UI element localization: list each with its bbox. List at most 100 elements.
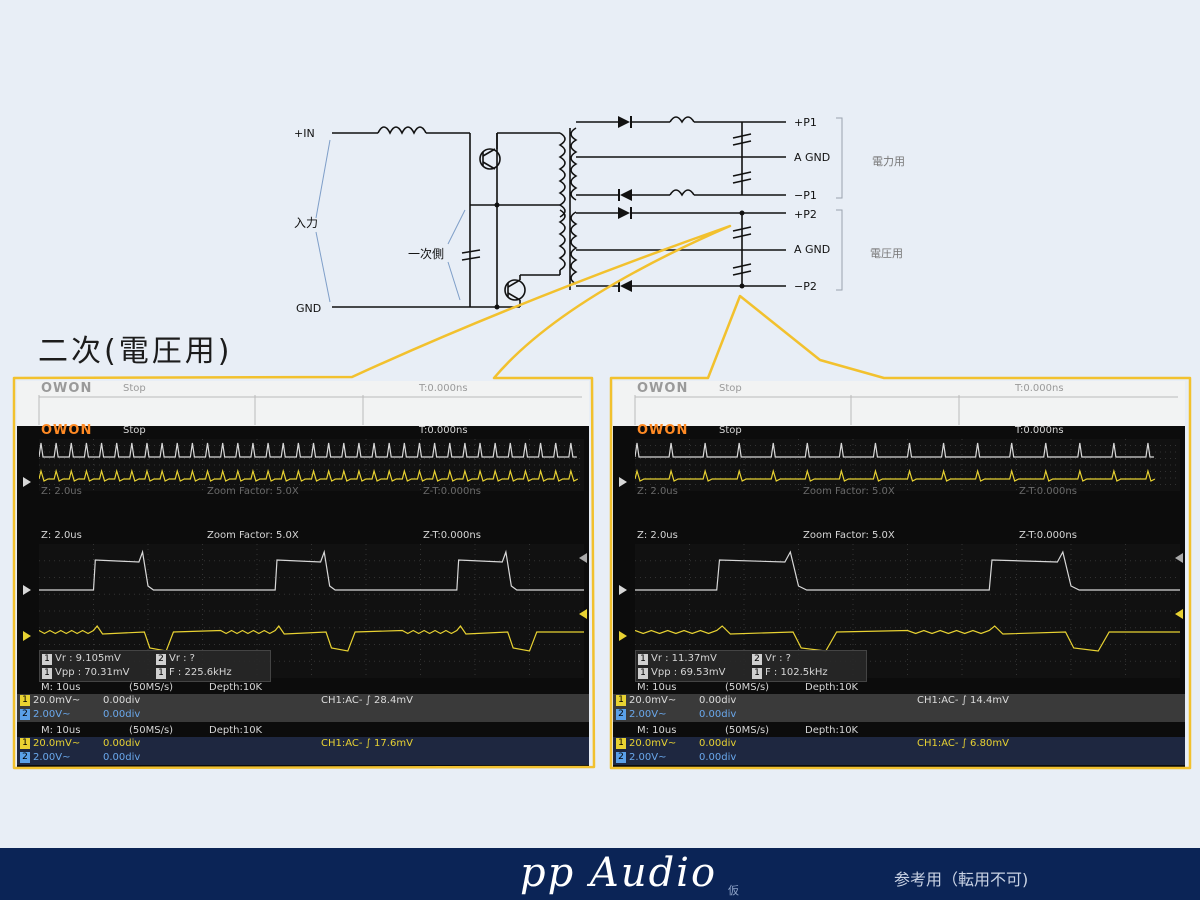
channel-scale: 20.0mV~ xyxy=(629,695,677,706)
measure-value: Vr : ? xyxy=(169,653,195,664)
zoom-t: Z-T:0.000ns xyxy=(1019,530,1077,541)
zoom-factor: Zoom Factor: 5.0X xyxy=(803,486,895,497)
run-state: Stop xyxy=(123,425,146,436)
channel-level-marker[interactable] xyxy=(23,631,31,641)
trigger-setting: CH1:AC- ∫ 6.80mV xyxy=(917,738,1009,749)
channel-number-badge: 1 xyxy=(616,738,626,749)
channel-scale: 2.00V~ xyxy=(629,752,667,763)
channel-level-marker[interactable] xyxy=(619,477,627,487)
channel-badge: 1 xyxy=(156,668,166,679)
trigger-setting: CH1:AC- ∫ 17.6mV xyxy=(321,738,413,749)
channel-number-badge: 2 xyxy=(20,752,30,763)
memory-depth: Depth:10K xyxy=(805,682,859,693)
channel-offset: 0.00div xyxy=(103,709,141,720)
channel-badge: 1 xyxy=(638,668,648,679)
section-title: 二次(電圧用) xyxy=(38,334,233,369)
timebase: M: 10us xyxy=(41,682,81,693)
trigger-setting: CH1:AC- ∫ 14.4mV xyxy=(917,695,1009,706)
schematic-diagram xyxy=(315,116,843,310)
owon-logo: OWON xyxy=(637,423,689,438)
channel-number-badge: 1 xyxy=(616,695,626,706)
timebase: M: 10us xyxy=(637,725,677,736)
channel-number-badge: 1 xyxy=(20,695,30,706)
channel-offset: 0.00div xyxy=(699,695,737,706)
channel-offset: 0.00div xyxy=(699,752,737,763)
trigger-level-marker[interactable] xyxy=(579,553,587,563)
footer-note: 参考用（転用不可) xyxy=(894,870,1029,889)
channel-offset: 0.00div xyxy=(103,695,141,706)
footer-small-note: 仮 xyxy=(728,884,739,897)
zoom-t: Z-T:0.000ns xyxy=(423,486,481,497)
sample-rate: (50MS/s) xyxy=(129,682,174,693)
overview-plot xyxy=(634,439,1180,491)
channel-level-marker[interactable] xyxy=(619,631,627,641)
overview-ch1-trace xyxy=(38,468,579,482)
trigger-time: T:0.000ns xyxy=(1015,425,1064,436)
channel-number-badge: 2 xyxy=(20,709,30,720)
overview-ch1-trace xyxy=(634,468,1156,482)
memory-depth: Depth:10K xyxy=(209,682,263,693)
trigger-level-marker[interactable] xyxy=(1175,609,1183,619)
measure-value: F : 225.6kHz xyxy=(169,667,232,678)
label-out-m1: −P1 xyxy=(794,189,817,202)
channel-level-marker[interactable] xyxy=(23,585,31,595)
channel-scale: 2.00V~ xyxy=(629,709,667,720)
sample-rate: (50MS/s) xyxy=(725,725,770,736)
zoom-t: Z-T:0.000ns xyxy=(423,530,481,541)
overview-waveform-area xyxy=(634,439,1180,491)
status-bar-ghost: M: 10us (50MS/s) Depth:10K xyxy=(635,681,1185,694)
label-out-agnd1: A GND xyxy=(794,151,831,164)
measure-value: Vpp : 69.53mV xyxy=(651,667,726,678)
label-primary-side: 一次側 xyxy=(408,247,445,261)
zoom-factor: Zoom Factor: 5.0X xyxy=(803,530,895,541)
channel-number-badge: 2 xyxy=(616,752,626,763)
channel-badge: 1 xyxy=(638,654,648,665)
ghost-frame-lines xyxy=(38,395,582,425)
channel-badge: 1 xyxy=(42,654,52,665)
measure-value: Vr : 9.105mV xyxy=(55,653,121,664)
zoom-timebase: Z: 2.0us xyxy=(637,486,678,497)
status-bar: M: 10us (50MS/s) Depth:10K xyxy=(635,724,1185,737)
zoom-timebase: Z: 2.0us xyxy=(41,486,82,497)
memory-depth: Depth:10K xyxy=(805,725,859,736)
label-group-power: 電力用 xyxy=(872,155,905,168)
channel-number-badge: 2 xyxy=(616,709,626,720)
trigger-level-marker[interactable] xyxy=(1175,553,1183,563)
channel-level-marker[interactable] xyxy=(619,585,627,595)
label-out-m2: −P2 xyxy=(794,280,817,293)
overview-grid xyxy=(635,439,1180,491)
channel-number-badge: 1 xyxy=(20,738,30,749)
brand-logo-text: pp Audio xyxy=(520,850,718,896)
channel-scale: 2.00V~ xyxy=(33,709,71,720)
timebase: M: 10us xyxy=(637,682,677,693)
trigger-level-marker[interactable] xyxy=(579,609,587,619)
zoom-t: Z-T:0.000ns xyxy=(1019,486,1077,497)
channel-level-marker[interactable] xyxy=(23,477,31,487)
sample-rate: (50MS/s) xyxy=(725,682,770,693)
measure-value: Vpp : 70.31mV xyxy=(55,667,130,678)
channel-offset: 0.00div xyxy=(699,738,737,749)
overview-waveform-area xyxy=(38,439,584,491)
